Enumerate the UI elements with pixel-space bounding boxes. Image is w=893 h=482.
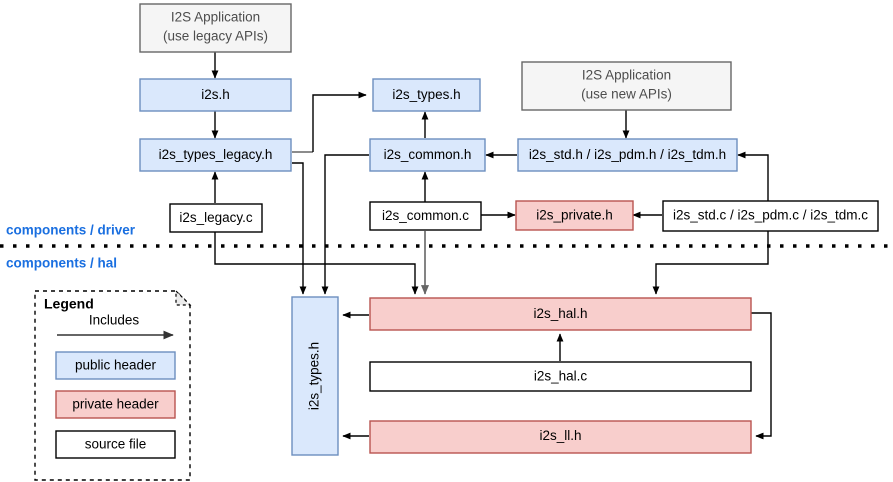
node-i2s-h-rect[interactable]	[139, 78, 292, 112]
node-i2s-hal-c-rect[interactable]	[369, 361, 752, 392]
node-i2s-std-pdm-tdm-h-rect[interactable]	[517, 138, 738, 172]
node-i2s-types-h-hal[interactable]: i2s_types.h	[291, 296, 339, 456]
node-i2s-common-c[interactable]: i2s_common.c	[369, 201, 482, 231]
edge-hal-h-to-ll-h	[750, 312, 772, 440]
node-i2s-ll-h-rect[interactable]	[369, 420, 752, 454]
node-i2s-ll-h[interactable]: i2s_ll.h	[369, 420, 752, 454]
node-i2s-std-pdm-tdm-c[interactable]: i2s_std.c / i2s_pdm.c / i2s_tdm.c	[662, 200, 879, 232]
legend-fold-corner	[175, 289, 192, 306]
legend-source-file-swatch	[55, 430, 176, 459]
node-i2s-private-h[interactable]: i2s_private.h	[515, 200, 634, 231]
node-app-legacy-rect[interactable]	[139, 3, 292, 53]
node-i2s-hal-h-rect[interactable]	[369, 297, 752, 331]
component-divider: components / driver components / hal	[0, 223, 893, 271]
node-i2s-common-h-rect[interactable]	[369, 138, 486, 172]
edge-common-h-down-to-hal-types	[321, 154, 369, 295]
legend-item-private-header: private header	[55, 390, 176, 419]
node-i2s-std-pdm-tdm-c-rect[interactable]	[662, 200, 879, 232]
edge-std-c-to-hal-h	[652, 231, 769, 295]
node-i2s-legacy-c[interactable]: i2s_legacy.c	[169, 203, 263, 233]
legend: Legend Includes public header private he…	[34, 289, 192, 481]
edges-layer	[211, 52, 772, 440]
legend-private-header-label: private header	[72, 397, 159, 412]
node-i2s-legacy-c-rect[interactable]	[169, 203, 263, 233]
edge-legacy-c-down-to-hal	[214, 231, 419, 295]
node-i2s-hal-h[interactable]: i2s_hal.h	[369, 297, 752, 331]
legend-includes-label: Includes	[89, 313, 140, 328]
node-app-new[interactable]: I2S Application (use new APIs)	[521, 61, 732, 111]
node-app-legacy[interactable]: I2S Application (use legacy APIs)	[139, 3, 292, 53]
legend-title: Legend	[44, 296, 94, 312]
legend-item-source-file: source file	[55, 430, 176, 459]
node-i2s-hal-c[interactable]: i2s_hal.c	[369, 361, 752, 392]
legend-item-public-header: public header	[55, 351, 176, 380]
node-i2s-common-c-rect[interactable]	[369, 201, 482, 231]
node-i2s-types-h-top[interactable]: i2s_types.h	[372, 78, 481, 112]
node-i2s-types-h-hal-rect[interactable]	[291, 296, 339, 456]
legend-public-header-label: public header	[75, 358, 157, 373]
node-i2s-common-h[interactable]: i2s_common.h	[369, 138, 486, 172]
divider-label-hal: components / hal	[6, 256, 117, 271]
node-i2s-h[interactable]: i2s.h	[139, 78, 292, 112]
legend-source-file-label: source file	[85, 437, 147, 452]
edge-types-legacy-down-to-hal-types	[292, 162, 307, 295]
node-i2s-types-legacy-h-rect[interactable]	[139, 138, 292, 172]
edge-std-c-to-std-h	[737, 151, 769, 203]
node-i2s-std-pdm-tdm-h[interactable]: i2s_std.h / i2s_pdm.h / i2s_tdm.h	[517, 138, 738, 172]
divider-label-driver: components / driver	[6, 223, 136, 238]
node-i2s-types-legacy-h[interactable]: i2s_types_legacy.h	[139, 138, 292, 172]
legend-public-header-swatch	[55, 351, 176, 380]
node-app-new-rect[interactable]	[521, 61, 732, 111]
edge-types-legacy-to-types-h-riser	[312, 91, 367, 152]
node-i2s-private-h-rect[interactable]	[515, 200, 634, 231]
node-i2s-types-h-top-rect[interactable]	[372, 78, 481, 112]
legend-private-header-swatch	[55, 390, 176, 419]
